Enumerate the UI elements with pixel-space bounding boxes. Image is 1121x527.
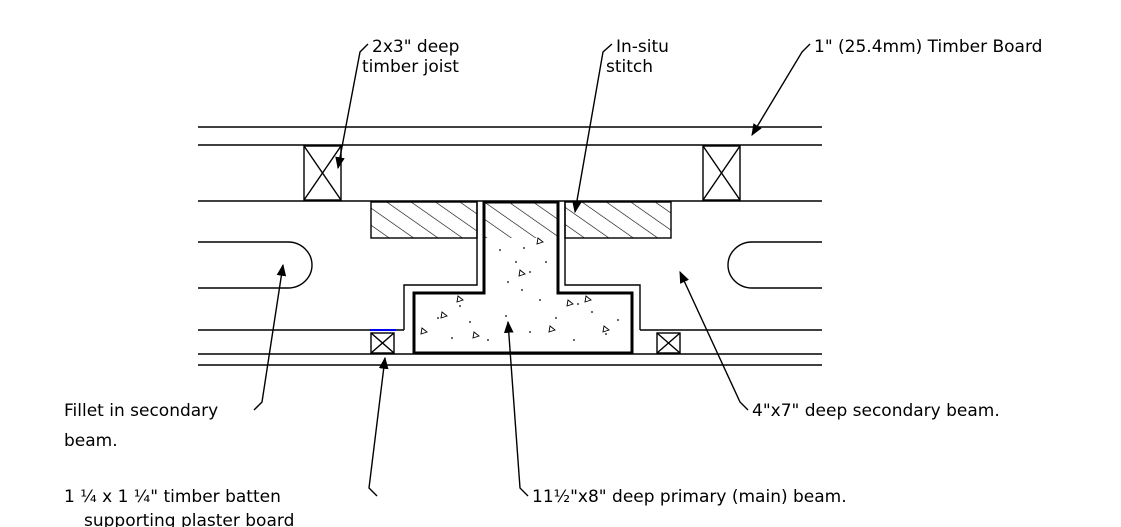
label-timber-board: 1" (25.4mm) Timber Board (814, 37, 1042, 57)
label-timber-joist: 2x3" deep (372, 37, 459, 57)
primary-beam (403, 200, 641, 355)
timber-joist-right (702, 145, 741, 201)
label-fillet-2: beam. (64, 431, 118, 451)
label-timber-batten-2: supporting plaster board (84, 511, 294, 527)
label-fillet: Fillet in secondary (64, 401, 218, 421)
label-in-situ-stitch-2: stitch (606, 57, 653, 77)
concrete-fill (420, 237, 619, 341)
label-in-situ-stitch: In-situ (616, 37, 669, 57)
timber-board (198, 126, 822, 146)
label-primary-beam: 11½"x8" deep primary (main) beam. (532, 487, 847, 507)
fillet-left (198, 241, 313, 289)
timber-joist-left (303, 145, 342, 201)
label-timber-batten: 1 ¼ x 1 ¼" timber batten (64, 487, 281, 507)
timber-batten-right (656, 332, 681, 354)
label-timber-joist-2: timber joist (362, 57, 459, 77)
label-secondary-beam: 4"x7" deep secondary beam. (752, 401, 1000, 421)
fillet-right (727, 241, 822, 289)
timber-batten-left (370, 332, 395, 354)
leader-lines (253, 43, 811, 497)
